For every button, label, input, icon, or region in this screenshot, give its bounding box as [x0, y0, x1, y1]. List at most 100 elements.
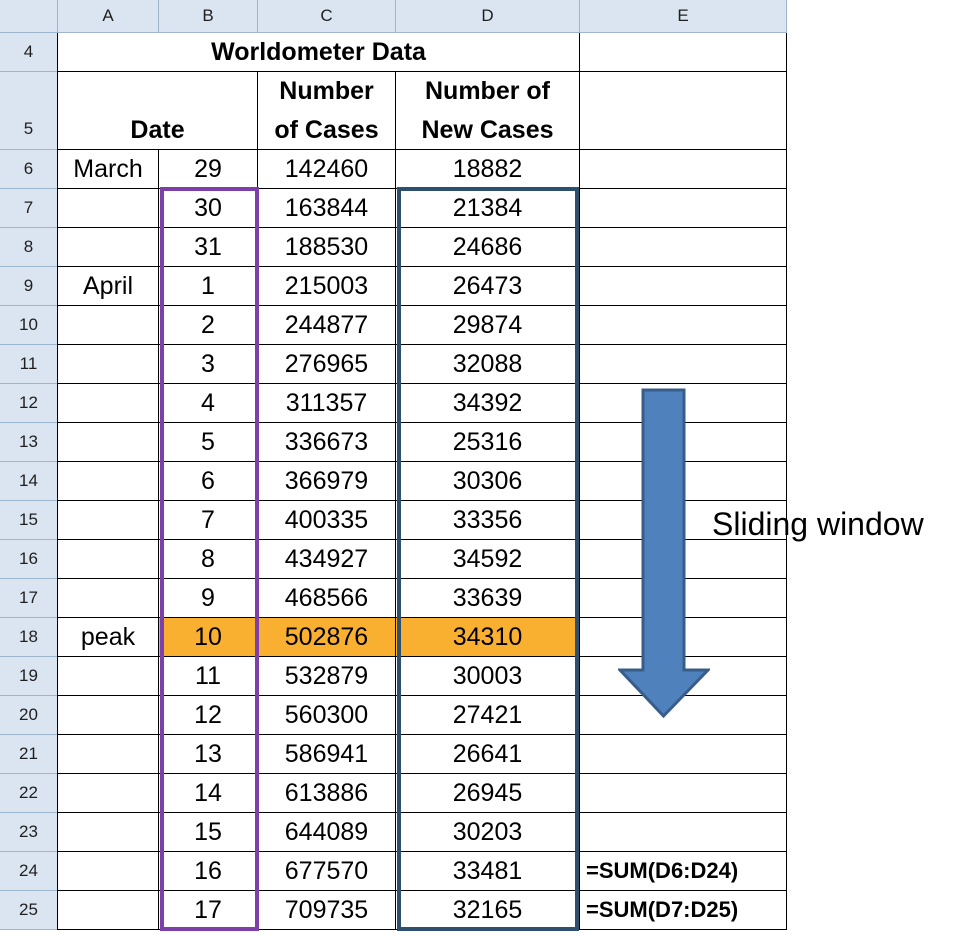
row-header[interactable]: 6	[0, 150, 58, 189]
row-header[interactable]: 4	[0, 33, 58, 72]
cases-cell[interactable]: 311357	[258, 384, 396, 423]
month-cell[interactable]	[58, 306, 159, 345]
formula-cell[interactable]	[580, 813, 787, 852]
cases-cell[interactable]: 188530	[258, 228, 396, 267]
cell-e4[interactable]	[580, 33, 787, 72]
row-header[interactable]: 19	[0, 657, 58, 696]
month-cell[interactable]	[58, 189, 159, 228]
formula-cell[interactable]	[580, 267, 787, 306]
cases-cell[interactable]: 434927	[258, 540, 396, 579]
row-header[interactable]: 7	[0, 189, 58, 228]
month-cell[interactable]	[58, 501, 159, 540]
cases-cell[interactable]: 560300	[258, 696, 396, 735]
cases-cell[interactable]: 276965	[258, 345, 396, 384]
formula-cell[interactable]	[580, 150, 787, 189]
column-header-d[interactable]: D	[396, 0, 580, 33]
cases-cell[interactable]: 468566	[258, 579, 396, 618]
column-header-e[interactable]: E	[580, 0, 787, 33]
month-cell[interactable]	[58, 228, 159, 267]
month-cell[interactable]	[58, 345, 159, 384]
new-cases-cell[interactable]: 34592	[396, 540, 580, 579]
row-header[interactable]: 9	[0, 267, 58, 306]
column-header-c[interactable]: C	[258, 0, 396, 33]
column-header-b[interactable]: B	[159, 0, 258, 33]
new-cases-cell[interactable]: 29874	[396, 306, 580, 345]
new-cases-cell[interactable]: 32088	[396, 345, 580, 384]
cases-cell[interactable]: 366979	[258, 462, 396, 501]
day-cell[interactable]: 13	[159, 735, 258, 774]
day-cell[interactable]: 10	[159, 618, 258, 657]
formula-cell[interactable]	[580, 345, 787, 384]
formula-cell[interactable]	[580, 189, 787, 228]
formula-cell[interactable]	[580, 735, 787, 774]
formula-cell[interactable]: =SUM(D7:D25)	[580, 891, 787, 930]
cases-cell[interactable]: 677570	[258, 852, 396, 891]
row-header[interactable]: 11	[0, 345, 58, 384]
new-cases-cell[interactable]: 32165	[396, 891, 580, 930]
row-header[interactable]: 13	[0, 423, 58, 462]
cases-cell[interactable]: 163844	[258, 189, 396, 228]
row-header[interactable]: 10	[0, 306, 58, 345]
month-cell[interactable]: March	[58, 150, 159, 189]
row-header[interactable]: 24	[0, 852, 58, 891]
month-cell[interactable]	[58, 657, 159, 696]
cases-cell[interactable]: 142460	[258, 150, 396, 189]
new-cases-cell[interactable]: 18882	[396, 150, 580, 189]
month-cell[interactable]	[58, 852, 159, 891]
cases-cell[interactable]: 613886	[258, 774, 396, 813]
day-cell[interactable]: 29	[159, 150, 258, 189]
row-header[interactable]: 20	[0, 696, 58, 735]
formula-cell[interactable]	[580, 306, 787, 345]
cases-cell[interactable]: 502876	[258, 618, 396, 657]
new-cases-cell[interactable]: 34392	[396, 384, 580, 423]
day-cell[interactable]: 30	[159, 189, 258, 228]
cases-cell[interactable]: 586941	[258, 735, 396, 774]
cases-cell[interactable]: 336673	[258, 423, 396, 462]
row-header[interactable]: 22	[0, 774, 58, 813]
row-header[interactable]: 21	[0, 735, 58, 774]
new-cases-cell[interactable]: 26641	[396, 735, 580, 774]
month-cell[interactable]	[58, 384, 159, 423]
new-cases-cell[interactable]: 30306	[396, 462, 580, 501]
month-cell[interactable]	[58, 579, 159, 618]
row-header[interactable]: 17	[0, 579, 58, 618]
cases-cell[interactable]: 400335	[258, 501, 396, 540]
row-header[interactable]: 25	[0, 891, 58, 930]
formula-cell[interactable]	[580, 696, 787, 735]
column-header-a[interactable]: A	[58, 0, 159, 33]
day-cell[interactable]: 16	[159, 852, 258, 891]
month-cell[interactable]: peak	[58, 618, 159, 657]
row-header[interactable]: 14	[0, 462, 58, 501]
select-all-corner[interactable]	[0, 0, 58, 33]
cases-cell[interactable]: 644089	[258, 813, 396, 852]
cell-e5[interactable]	[580, 72, 787, 150]
new-cases-cell[interactable]: 33356	[396, 501, 580, 540]
new-cases-cell[interactable]: 33481	[396, 852, 580, 891]
cases-cell[interactable]: 532879	[258, 657, 396, 696]
row-header[interactable]: 18	[0, 618, 58, 657]
month-cell[interactable]	[58, 696, 159, 735]
new-cases-cell[interactable]: 27421	[396, 696, 580, 735]
formula-cell[interactable]: =SUM(D6:D24)	[580, 852, 787, 891]
month-cell[interactable]	[58, 891, 159, 930]
cases-cell[interactable]: 709735	[258, 891, 396, 930]
month-cell[interactable]	[58, 774, 159, 813]
new-cases-cell[interactable]: 21384	[396, 189, 580, 228]
cases-cell[interactable]: 244877	[258, 306, 396, 345]
row-header[interactable]: 23	[0, 813, 58, 852]
month-cell[interactable]	[58, 735, 159, 774]
cases-cell[interactable]: 215003	[258, 267, 396, 306]
month-cell[interactable]	[58, 813, 159, 852]
new-cases-cell[interactable]: 30203	[396, 813, 580, 852]
month-cell[interactable]: April	[58, 267, 159, 306]
row-header[interactable]: 12	[0, 384, 58, 423]
row-header[interactable]: 15	[0, 501, 58, 540]
new-cases-cell[interactable]: 34310	[396, 618, 580, 657]
formula-cell[interactable]	[580, 228, 787, 267]
row-header[interactable]: 16	[0, 540, 58, 579]
new-cases-cell[interactable]: 33639	[396, 579, 580, 618]
new-cases-cell[interactable]: 30003	[396, 657, 580, 696]
month-cell[interactable]	[58, 423, 159, 462]
row-header[interactable]: 5	[0, 72, 58, 150]
new-cases-cell[interactable]: 26473	[396, 267, 580, 306]
